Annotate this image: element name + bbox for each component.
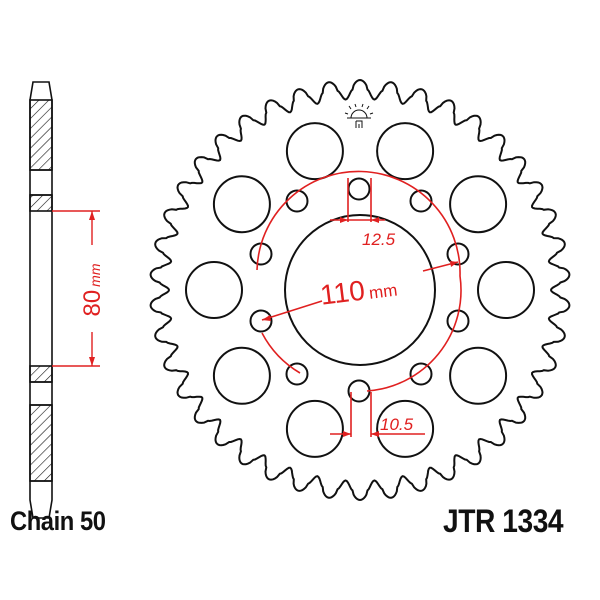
bolt-hole xyxy=(409,362,433,386)
pcd-text: 110mm xyxy=(318,271,398,311)
bolt-hole xyxy=(249,309,273,333)
bolt-hole xyxy=(409,189,433,213)
bolt-hole-diameter-text: 10.5 xyxy=(380,415,414,434)
chain-size-label: Chain 50 xyxy=(10,506,106,536)
part-number-label: JTR 1334 xyxy=(443,503,564,539)
side-profile xyxy=(29,81,53,519)
pcd-arc xyxy=(256,170,462,392)
bolt-hole xyxy=(285,362,309,386)
hub-thickness-text: 80mm xyxy=(79,263,106,316)
lightening-holes xyxy=(185,122,535,458)
bolt-hole xyxy=(446,309,470,333)
bolt-hole xyxy=(446,242,470,266)
lightening-hole xyxy=(212,175,271,234)
lightening-hole xyxy=(212,346,271,405)
sprocket-teeth-outline xyxy=(149,78,571,502)
lightening-hole xyxy=(376,399,435,458)
lightening-hole xyxy=(285,399,344,458)
center-bore xyxy=(284,214,436,366)
centering-width-text: 12.5 xyxy=(362,230,396,249)
lightening-hole xyxy=(449,346,508,405)
profile-outline xyxy=(29,81,53,519)
lightening-hole xyxy=(449,175,508,234)
bolt-hole xyxy=(347,177,371,201)
bolt-hole xyxy=(285,189,309,213)
profile-hatch-bottom xyxy=(29,404,53,482)
profile-hatch-top xyxy=(29,99,53,171)
lightening-hole xyxy=(285,122,344,181)
hub-thickness-dimension xyxy=(52,210,100,367)
lightening-hole xyxy=(376,122,435,181)
sprocket-front-view xyxy=(149,78,571,502)
sunrise-logo-icon xyxy=(344,103,374,128)
profile-hatch-hub-top xyxy=(29,194,53,212)
lightening-hole xyxy=(185,261,243,319)
profile-hatch-hub-bottom xyxy=(29,365,53,383)
lightening-hole xyxy=(477,261,535,319)
